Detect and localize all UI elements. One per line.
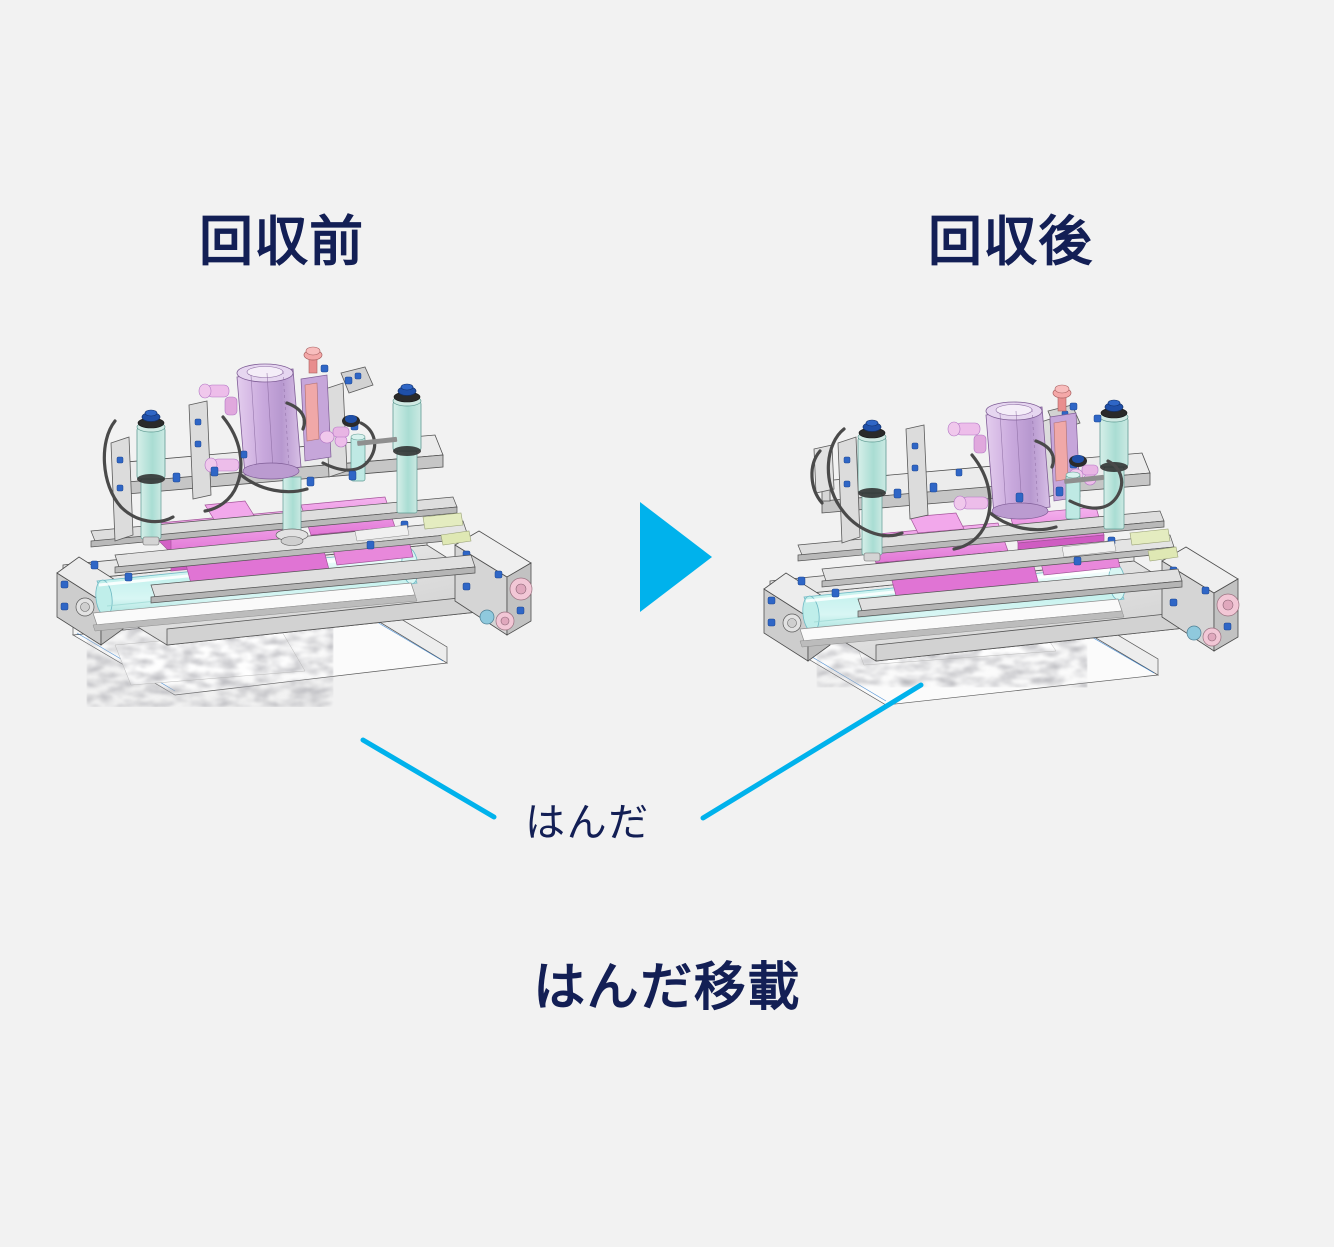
pneumatic-hoses (810, 427, 1124, 551)
surface-details (90, 436, 472, 582)
actuator-post-right (392, 383, 422, 514)
pneumatic-hoses (102, 401, 377, 524)
figure-caption: はんだ移載 (533, 958, 801, 1018)
leader-line-left (360, 737, 497, 820)
machine-after-illustration (763, 384, 1240, 706)
process-arrow-icon (640, 502, 712, 612)
cross-rails (90, 496, 476, 604)
solder-patch-before (114, 629, 306, 686)
leader-line-right (700, 682, 924, 821)
solder-callout-label: はんだ (525, 800, 650, 846)
actuator-post-left (136, 409, 166, 546)
cross-rails (797, 510, 1183, 618)
actuator-post-right (1099, 399, 1129, 530)
surface-details (797, 468, 1179, 598)
pneumatic-cylinder-module (947, 384, 1102, 520)
machine-before-illustration (56, 346, 533, 696)
heading-before: 回収前 (199, 210, 365, 273)
heading-after: 回収後 (928, 210, 1094, 273)
actuator-post-left (857, 419, 887, 562)
